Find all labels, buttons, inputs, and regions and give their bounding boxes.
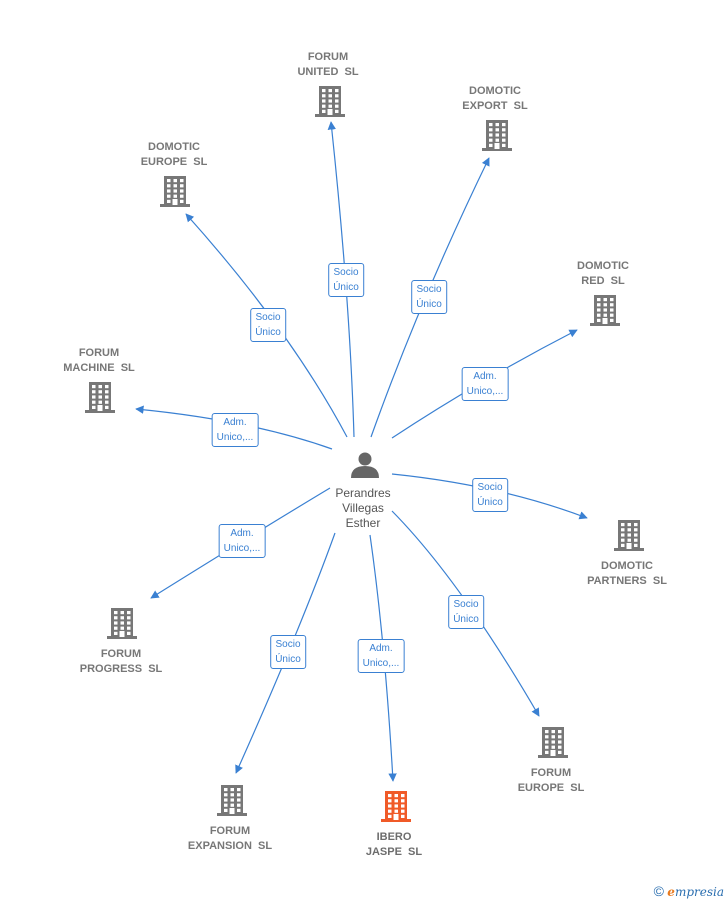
company-label-forum-machine[interactable]: FORUM MACHINE SL: [63, 347, 135, 374]
building-icon-domotic-partners[interactable]: [614, 520, 644, 551]
edge-label-domotic-partners[interactable]: Socio Único: [472, 478, 508, 512]
company-label-forum-europe[interactable]: FORUM EUROPE SL: [517, 767, 585, 794]
edge-label-forum-machine[interactable]: Adm. Unico,...: [211, 413, 259, 447]
edge-label-forum-united[interactable]: Socio Único: [328, 263, 364, 297]
person-name[interactable]: Perandres Villegas Esther: [335, 486, 391, 530]
company-label-forum-united[interactable]: FORUM UNITED SL: [297, 51, 359, 78]
company-label-forum-expansion[interactable]: FORUM EXPANSION SL: [187, 825, 273, 852]
building-icon-forum-europe[interactable]: [538, 727, 568, 758]
building-icon-domotic-red[interactable]: [590, 295, 620, 326]
edge-label-domotic-red[interactable]: Adm. Unico,...: [461, 367, 509, 401]
copyright-icon: ©: [653, 883, 664, 899]
edge-label-forum-europe[interactable]: Socio Único: [448, 595, 484, 629]
building-icon-forum-expansion[interactable]: [217, 785, 247, 816]
edge-label-forum-progress[interactable]: Adm. Unico,...: [218, 524, 266, 558]
company-label-domotic-export[interactable]: DOMOTIC EXPORT SL: [462, 85, 528, 112]
company-label-domotic-europe[interactable]: DOMOTIC EUROPE SL: [140, 141, 208, 168]
building-icon-domotic-europe[interactable]: [160, 176, 190, 207]
brand-name: mpresia: [674, 885, 724, 899]
building-icon-domotic-export[interactable]: [482, 120, 512, 151]
edge-label-forum-expansion[interactable]: Socio Único: [270, 635, 306, 669]
building-icon-forum-progress[interactable]: [107, 608, 137, 639]
brand-letter: e: [667, 885, 675, 899]
edge-label-domotic-export[interactable]: Socio Único: [411, 280, 447, 314]
company-label-forum-progress[interactable]: FORUM PROGRESS SL: [79, 648, 163, 675]
company-label-domotic-red[interactable]: DOMOTIC RED SL: [577, 260, 629, 287]
edge-label-domotic-europe[interactable]: Socio Único: [250, 308, 286, 342]
company-label-ibero-jaspe[interactable]: IBERO JASPE SL: [365, 831, 423, 858]
building-icon-forum-machine[interactable]: [85, 382, 115, 413]
edge-label-ibero-jaspe[interactable]: Adm. Unico,...: [357, 639, 405, 673]
person-icon[interactable]: [351, 452, 379, 479]
brand-watermark: © empresia: [654, 883, 724, 899]
company-label-domotic-partners[interactable]: DOMOTIC PARTNERS SL: [587, 560, 667, 587]
building-icon-forum-united[interactable]: [315, 86, 345, 117]
building-icon-ibero-jaspe[interactable]: [381, 791, 411, 822]
